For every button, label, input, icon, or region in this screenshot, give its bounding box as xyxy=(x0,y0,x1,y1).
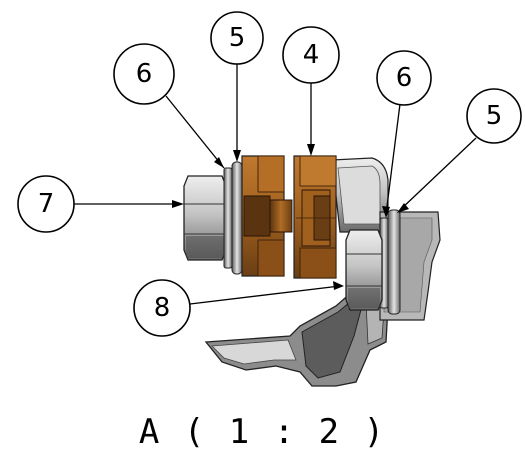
leader-b5-right xyxy=(399,137,477,211)
housing-bracket xyxy=(331,157,389,233)
lever-arm xyxy=(204,291,389,387)
bushing-right xyxy=(293,155,337,279)
leader-b6-right xyxy=(385,103,401,215)
balloon-5-top: 5 xyxy=(210,11,264,65)
arrowhead-b4 xyxy=(307,144,315,156)
washer-right-5 xyxy=(387,209,401,315)
arrowhead-b5-top xyxy=(233,150,241,162)
leader-b6-left xyxy=(165,95,225,169)
bushing-left xyxy=(241,155,293,277)
balloon-7: 7 xyxy=(17,175,75,233)
balloon-5-right-label: 5 xyxy=(486,101,503,131)
view-caption: A ( 1 : 2 ) xyxy=(138,412,387,452)
arrowhead-b8 xyxy=(333,281,344,290)
balloon-6-left-label: 6 xyxy=(136,59,153,89)
washer-left-6 xyxy=(223,167,233,269)
balloon-5-right: 5 xyxy=(466,88,522,144)
arrowhead-b6-right xyxy=(382,206,390,218)
nut-right xyxy=(345,229,383,311)
arrowhead-b7 xyxy=(172,200,184,208)
arrowhead-b5-right xyxy=(397,203,409,213)
bolt-head-left xyxy=(183,175,227,261)
washer-left-5 xyxy=(231,161,243,275)
leader-lines xyxy=(74,62,477,305)
leader-b8 xyxy=(189,285,341,305)
balloon-6-right: 6 xyxy=(376,50,432,106)
arrowhead-b6-left xyxy=(214,157,224,168)
balloon-6-left: 6 xyxy=(113,43,175,105)
balloon-4-label: 4 xyxy=(303,40,320,70)
balloon-5-top-label: 5 xyxy=(229,23,246,53)
balloon-7-label: 7 xyxy=(38,189,55,219)
balloon-8-label: 8 xyxy=(154,293,171,323)
balloon-8: 8 xyxy=(133,279,191,337)
balloon-4: 4 xyxy=(282,26,340,84)
balloon-6-right-label: 6 xyxy=(396,63,413,93)
